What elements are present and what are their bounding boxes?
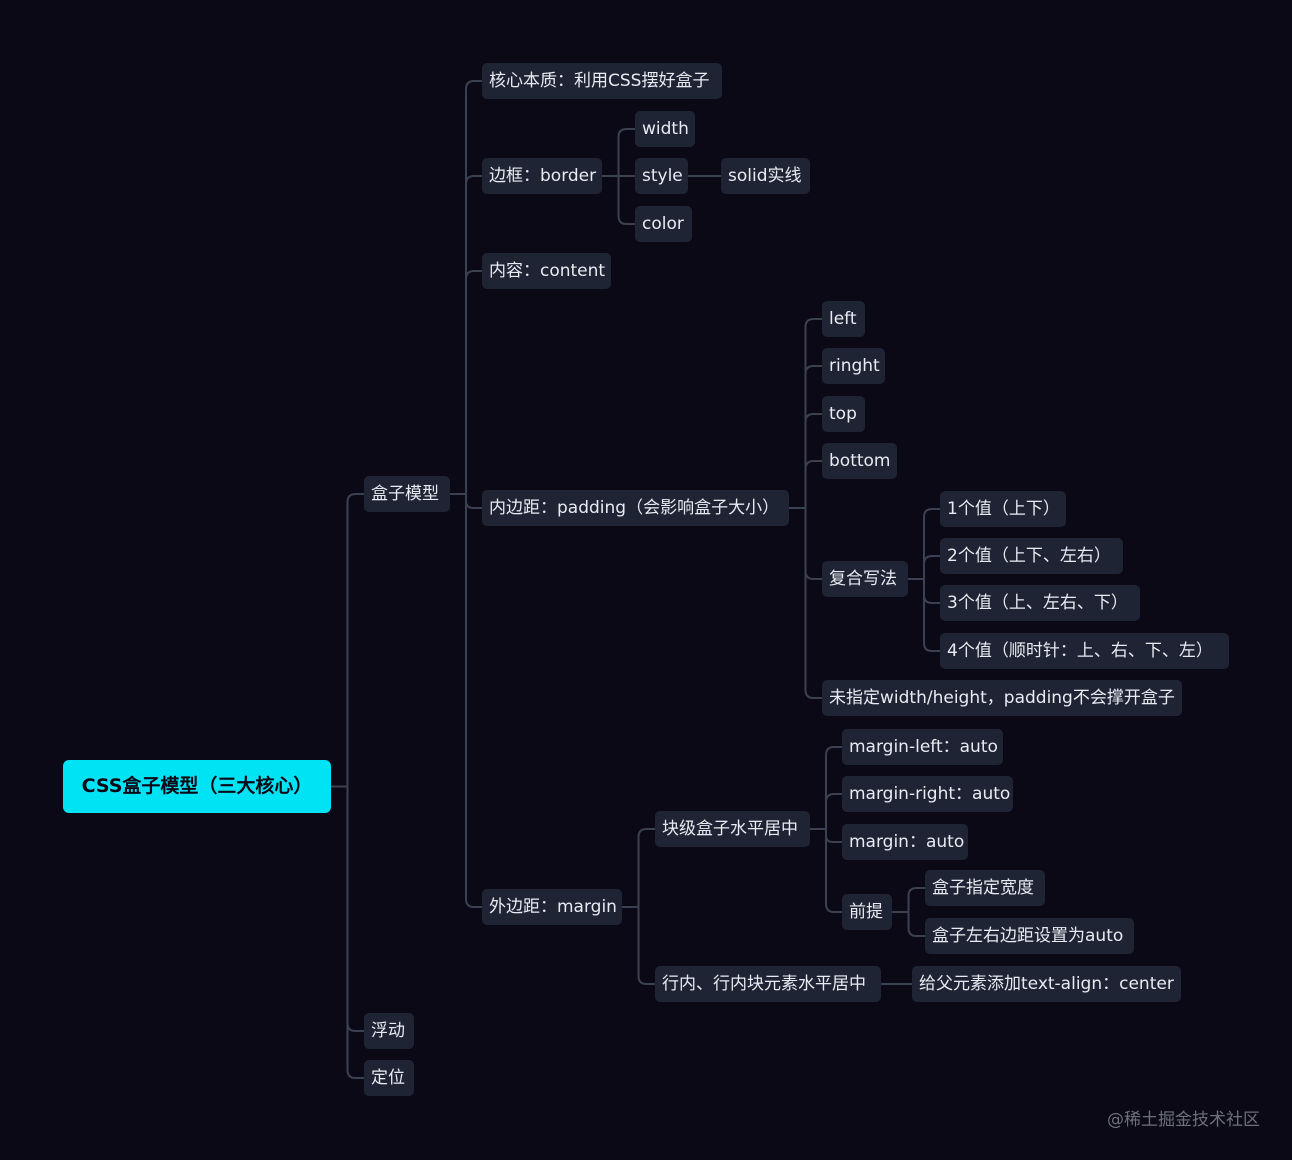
node-premise-lr-auto[interactable]: 盒子左右边距设置为auto: [925, 918, 1134, 954]
node-padding-right[interactable]: ringht: [822, 348, 885, 384]
connector-root-pos: [331, 785, 364, 1079]
connector-border-bcolor: [602, 175, 635, 225]
node-border-width[interactable]: width: [635, 111, 695, 147]
connector-margin-inline: [622, 906, 655, 985]
connector-margin-block: [622, 828, 655, 908]
node-padding-shorthand[interactable]: 复合写法: [822, 561, 908, 597]
node-margin-right-auto[interactable]: margin-right：auto: [842, 776, 1013, 812]
connector-box-padding: [450, 493, 482, 509]
node-padding-top[interactable]: top: [822, 396, 865, 432]
node-border-style[interactable]: style: [635, 158, 688, 194]
connector-padding-pleft: [789, 318, 822, 509]
root-node[interactable]: CSS盒子模型（三大核心）: [63, 760, 331, 813]
node-shorthand-two-values[interactable]: 2个值（上下、左右）: [940, 538, 1123, 574]
connector-padding-pnote: [789, 507, 822, 699]
node-border-color[interactable]: color: [635, 206, 692, 242]
connector-premise-pre1: [892, 887, 925, 913]
connector-box-margin: [450, 493, 482, 908]
node-margin-auto[interactable]: margin：auto: [842, 824, 968, 860]
node-shorthand-one-value[interactable]: 1个值（上下）: [940, 491, 1066, 527]
node-border[interactable]: 边框：border: [482, 158, 602, 194]
connector-pshort-v3: [908, 578, 940, 604]
node-inline-center[interactable]: 行内、行内块元素水平居中: [655, 966, 881, 1002]
node-core-essence[interactable]: 核心本质：利用CSS摆好盒子: [482, 63, 722, 99]
node-shorthand-four-values[interactable]: 4个值（顺时针：上、右、下、左）: [940, 633, 1229, 669]
node-premise[interactable]: 前提: [842, 894, 892, 930]
connector-padding-ptop: [789, 413, 822, 509]
connector-pshort-v1: [908, 508, 940, 580]
node-block-center[interactable]: 块级盒子水平居中: [655, 811, 810, 847]
connector-root-box: [331, 493, 364, 788]
connector-premise-pre2: [892, 911, 925, 937]
node-position[interactable]: 定位: [364, 1060, 414, 1096]
node-float[interactable]: 浮动: [364, 1013, 414, 1049]
connector-box-content: [450, 270, 482, 495]
connector-padding-pright: [789, 365, 822, 509]
connector-padding-pbottom: [789, 460, 822, 509]
node-padding-note[interactable]: 未指定width/height，padding不会撑开盒子: [822, 680, 1182, 716]
node-padding[interactable]: 内边距：padding（会影响盒子大小）: [482, 490, 789, 526]
node-text-align-center[interactable]: 给父元素添加text-align：center: [912, 966, 1181, 1002]
node-padding-bottom[interactable]: bottom: [822, 443, 897, 479]
node-margin[interactable]: 外边距：margin: [482, 889, 622, 925]
node-box-model[interactable]: 盒子模型: [364, 476, 450, 512]
connector-padding-pshort: [789, 507, 822, 580]
node-margin-left-auto[interactable]: margin-left：auto: [842, 729, 1003, 765]
watermark: @稀土掘金技术社区: [1107, 1110, 1260, 1130]
node-content[interactable]: 内容：content: [482, 253, 611, 289]
connector-block-premise: [810, 828, 842, 913]
connector-box-border: [450, 175, 482, 495]
node-premise-width[interactable]: 盒子指定宽度: [925, 870, 1045, 906]
connector-border-bwidth: [602, 128, 635, 177]
connector-box-essence: [450, 80, 482, 495]
connector-pshort-v4: [908, 578, 940, 652]
connector-block-mright: [810, 793, 842, 830]
node-padding-left[interactable]: left: [822, 301, 865, 337]
connector-root-float: [331, 785, 364, 1032]
connector-block-mauto: [810, 828, 842, 843]
connector-block-mleft: [810, 746, 842, 830]
connector-pshort-v2: [908, 555, 940, 580]
node-border-style-solid[interactable]: solid实线: [721, 158, 810, 194]
node-shorthand-three-values[interactable]: 3个值（上、左右、下）: [940, 585, 1140, 621]
